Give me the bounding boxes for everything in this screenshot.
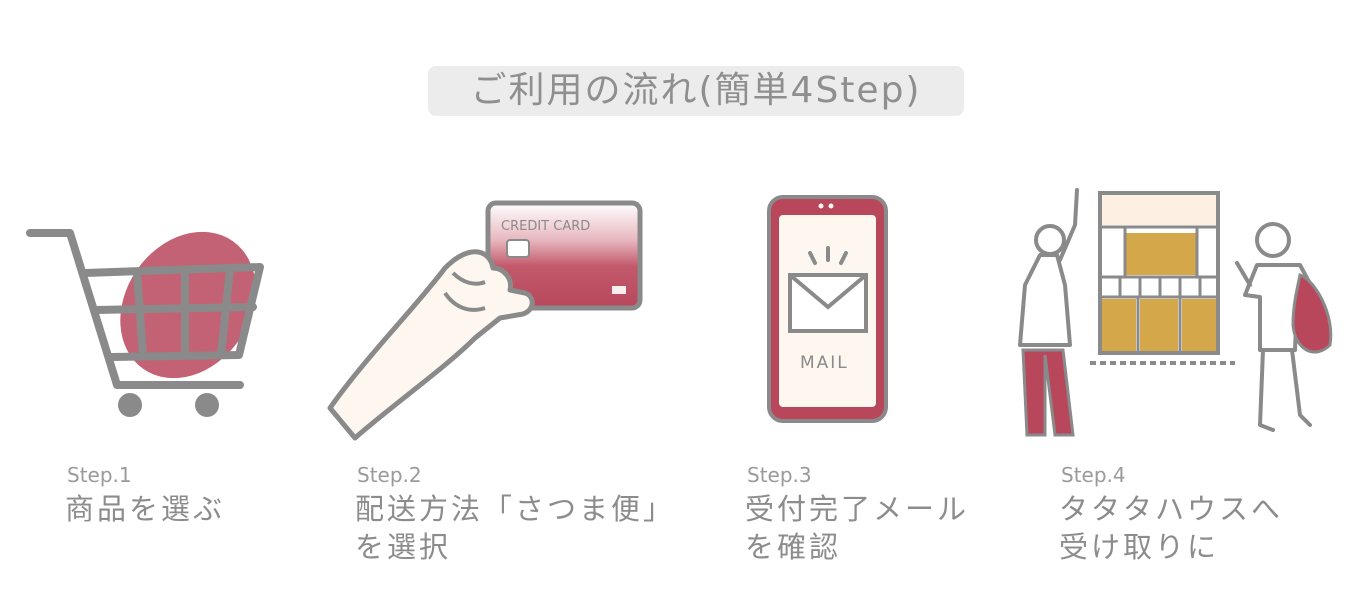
step-1-number: Step.1	[67, 463, 132, 487]
credit-card-hand-icon: CREDIT CARD	[327, 200, 643, 441]
page-title: ご利用の流れ(簡単4Step)	[470, 70, 922, 111]
step-4-line-1: タタタハウスへ	[1059, 492, 1284, 526]
step-3-line-2: を確認	[745, 530, 842, 564]
step-1-label: 商品を選ぶ	[65, 490, 225, 528]
smartphone-mail-icon: MAIL	[767, 195, 888, 423]
step-2-number: Step.2	[357, 463, 422, 487]
card-label: CREDIT CARD	[501, 219, 590, 234]
step-3-number: Step.3	[747, 463, 812, 487]
step-4-label: タタタハウスへ 受け取りに	[1059, 490, 1283, 566]
step-2-label: 配送方法「さつま便」 を選択	[355, 490, 675, 566]
step-1-line-1: 商品を選ぶ	[65, 492, 226, 526]
mail-label: MAIL	[800, 353, 849, 373]
step-2-line-1: 配送方法「さつま便」	[355, 492, 676, 526]
page-title-banner: ご利用の流れ(簡単4Step)	[428, 66, 964, 116]
step-4-number: Step.4	[1061, 463, 1126, 487]
step-4-line-2: 受け取りに	[1059, 530, 1220, 564]
shopping-cart-icon	[26, 229, 264, 417]
step-3-line-1: 受付完了メール	[745, 492, 970, 526]
step-2-line-2: を選択	[355, 530, 452, 564]
step-3-label: 受付完了メール を確認	[745, 490, 969, 566]
locker-pickup-icon	[1018, 188, 1333, 437]
